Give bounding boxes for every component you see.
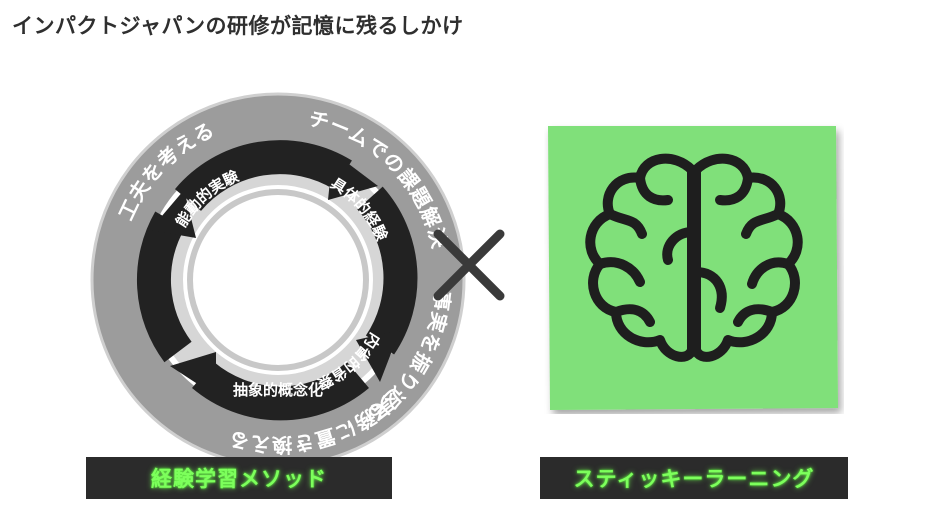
- arrow-reflective-observation: [357, 186, 418, 355]
- arrowhead-3: [170, 352, 216, 396]
- arrowhead-4: [150, 190, 196, 238]
- outer-ring: [93, 95, 463, 465]
- arrow-active-experimentation: [136, 211, 192, 363]
- page-title: インパクトジャパンの研修が記憶に残るしかけ: [12, 14, 464, 38]
- sticky-learning-label: スティッキーラーニング: [540, 457, 848, 499]
- arrow-heads: [150, 152, 400, 396]
- inner-label-abstract: 抽象的概念化: [233, 381, 323, 399]
- arrowhead-2: [356, 330, 400, 382]
- brain-icon: [585, 153, 803, 362]
- sticky-note: [548, 126, 838, 410]
- experiential-learning-cycle: チームでの課題解決 事実を振り返る 実務に置き換える 工夫を考える 具体的経験 …: [90, 92, 466, 468]
- multiply-icon: [433, 229, 505, 301]
- arrowhead-1: [328, 152, 378, 200]
- arrow-abstract-conceptualization: [192, 361, 369, 421]
- experiential-learning-method-label: 経験学習メソッド: [86, 457, 392, 499]
- cycle-arrows: [136, 140, 418, 421]
- center-hole-edge: [187, 189, 369, 371]
- arrow-concrete-experience: [174, 140, 352, 212]
